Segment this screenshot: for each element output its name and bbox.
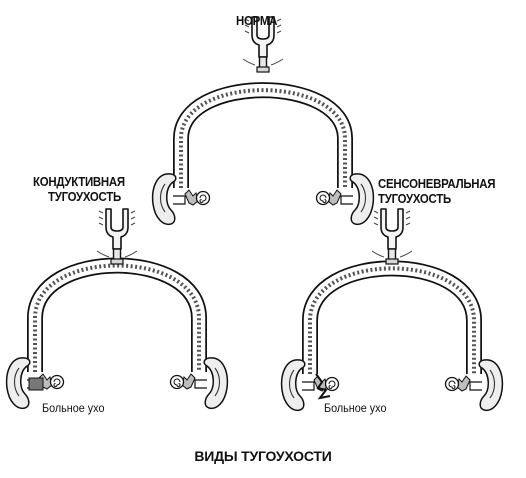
bone-conduction-path bbox=[308, 266, 476, 374]
ear-icon bbox=[315, 173, 375, 226]
panel-label-conductive-line1: КОНДУКТИВНАЯ bbox=[33, 174, 125, 189]
ear-icon bbox=[444, 359, 504, 412]
ear-canal bbox=[173, 195, 186, 205]
ear-canal bbox=[194, 379, 207, 389]
cochlea-icon bbox=[315, 190, 331, 206]
cochlea-icon bbox=[49, 374, 65, 390]
panel-label-sensorineural-line1: СЕНСОНЕВРАЛЬНАЯ bbox=[378, 176, 496, 191]
affected-ear-label-right: Больное ухо bbox=[324, 401, 387, 415]
ear-icon bbox=[151, 173, 211, 226]
ear-canal bbox=[340, 195, 353, 205]
cochlea-icon bbox=[169, 374, 185, 390]
tuning-fork-icon bbox=[371, 208, 413, 265]
ear-canal bbox=[302, 381, 315, 391]
canal-blockage bbox=[28, 377, 44, 391]
figure-caption: ВИДЫ ТУГОУХОСТИ bbox=[194, 448, 332, 464]
ear-icon bbox=[169, 357, 229, 410]
panel bbox=[5, 208, 229, 410]
affected-ear-label-left: Больное ухо bbox=[42, 401, 105, 415]
panel-label-normal: НОРМА bbox=[236, 13, 278, 28]
ear-icon bbox=[280, 359, 340, 412]
tuning-fork-icon bbox=[96, 208, 138, 265]
cochlea-icon bbox=[324, 376, 340, 392]
bone-conduction-path bbox=[179, 88, 347, 188]
panel bbox=[151, 16, 375, 226]
panel bbox=[280, 208, 504, 412]
cochlea-icon bbox=[195, 190, 211, 206]
cochlea-icon bbox=[444, 376, 460, 392]
panel-label-sensorineural-line2: ТУГОУХОСТЬ bbox=[378, 191, 451, 206]
ear-canal bbox=[469, 381, 482, 391]
damaged-cochlea bbox=[315, 373, 331, 400]
bone-conduction-path bbox=[33, 263, 201, 372]
tuning-fork-icon bbox=[242, 16, 284, 73]
panel-label-conductive-line2: ТУГОУХОСТЬ bbox=[48, 189, 121, 204]
